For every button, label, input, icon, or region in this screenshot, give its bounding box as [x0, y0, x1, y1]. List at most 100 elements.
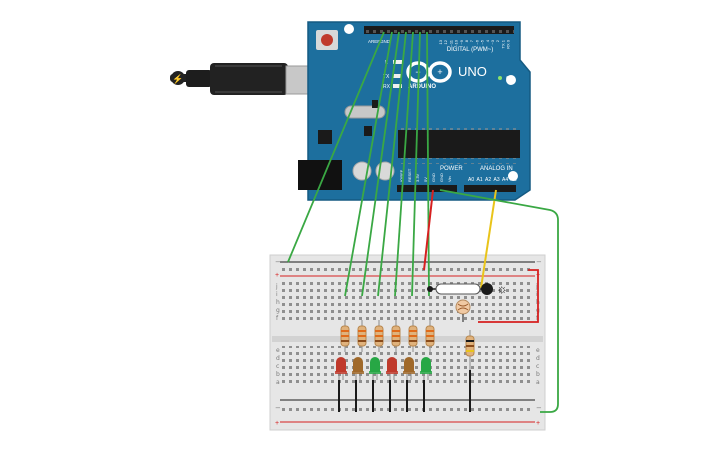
- digital-pin-label: 13: [438, 39, 443, 44]
- digital-pin-label: 8: [464, 39, 469, 42]
- digital-pin-label: ~10: [454, 39, 459, 47]
- power-pin-label: 5V: [423, 177, 428, 182]
- svg-text:−: −: [536, 404, 542, 412]
- digital-pin-label: TX 1: [500, 39, 505, 48]
- wires[interactable]: [287, 31, 559, 413]
- wire-green-ground-loop[interactable]: [439, 189, 559, 413]
- wire-green-pin[interactable]: [361, 31, 400, 297]
- power-header-label: POWER: [440, 166, 463, 172]
- power-pin-label: Vin: [447, 176, 452, 182]
- bottom-rail-minus-symbol: −: [275, 404, 281, 412]
- on-label: ON: [506, 76, 514, 82]
- analog-pin-header[interactable]: [464, 185, 516, 192]
- svg-text:TX: TX: [383, 74, 390, 80]
- svg-text:+: +: [536, 420, 540, 427]
- led[interactable]: [386, 357, 398, 380]
- resistor[interactable]: [374, 325, 384, 347]
- row-letter: f: [276, 315, 279, 322]
- wire-green-pin[interactable]: [426, 31, 430, 297]
- wire-red-5v[interactable]: [423, 189, 434, 271]
- voltage-regulator: [318, 130, 332, 144]
- digital-pin-label: ~9: [459, 39, 464, 44]
- wire-green-pin[interactable]: [344, 31, 393, 297]
- wire-green-pin[interactable]: [377, 31, 407, 297]
- aref-label: AREF: [368, 39, 380, 44]
- digital-pin-label: ~11: [448, 39, 453, 46]
- brand-arduino-label: ARDUINO: [408, 84, 436, 90]
- brand-uno-label: UNO: [458, 64, 487, 79]
- analog-pin-label: A0: [468, 177, 474, 183]
- led[interactable]: [403, 357, 415, 380]
- power-pin-label: RESET: [407, 168, 412, 182]
- analog-header-label: ANALOG IN: [480, 166, 513, 172]
- row-letter: j: [275, 283, 278, 290]
- bottom-rail-plus-symbol: +: [275, 420, 279, 427]
- top-rail-minus-symbol: −: [275, 258, 281, 266]
- wire-yellow-a0[interactable]: [480, 189, 497, 289]
- led[interactable]: [369, 357, 381, 380]
- power-pin-label: GND: [439, 173, 444, 182]
- power-pin-label: 3.3V: [415, 173, 420, 182]
- slider-knob[interactable]: [481, 283, 493, 295]
- upper-terminal-strip[interactable]: [282, 282, 532, 322]
- usb-cable[interactable]: ⚡: [170, 63, 311, 95]
- row-letter: c: [276, 363, 279, 370]
- sensor-resistor[interactable]: [465, 330, 475, 370]
- reset-button-cap[interactable]: [321, 34, 333, 46]
- wire-green-pin[interactable]: [394, 31, 414, 297]
- digital-pin-label: ~3: [490, 39, 495, 44]
- digital-pin-label: 4: [485, 39, 490, 42]
- digital-pin-label: ~6: [474, 39, 479, 44]
- atmega-chip: [398, 130, 520, 158]
- photoresistor-slider[interactable]: [435, 283, 481, 295]
- svg-text:−: −: [536, 258, 542, 266]
- digital-pin-label: 2: [495, 39, 500, 42]
- crystal-oscillator: [344, 105, 386, 119]
- digital-pin-label: 7: [469, 39, 474, 42]
- led[interactable]: [335, 357, 347, 380]
- resistor[interactable]: [425, 325, 435, 347]
- analog-pin-label: A5: [511, 177, 517, 183]
- row-letter: e: [276, 347, 280, 354]
- digital-pin-label: RX 0: [506, 39, 511, 49]
- resistor[interactable]: [391, 325, 401, 347]
- leds[interactable]: [335, 357, 432, 412]
- digital-pin-label: ~5: [480, 39, 485, 44]
- resistors[interactable]: [340, 320, 435, 352]
- row-letter: a: [276, 379, 280, 386]
- digital-header-label: DIGITAL (PWM~): [447, 47, 494, 53]
- wire-green-pin[interactable]: [411, 31, 421, 297]
- row-letter: i: [276, 291, 278, 298]
- resistor[interactable]: [408, 325, 418, 347]
- resistor[interactable]: [357, 325, 367, 347]
- analog-pin-label: A4: [502, 177, 508, 183]
- led[interactable]: [352, 357, 364, 380]
- row-letter: i: [536, 291, 538, 298]
- photoresistor-assembly[interactable]: ☼: [427, 281, 508, 322]
- led[interactable]: [420, 357, 432, 380]
- row-letter: j: [535, 283, 538, 290]
- resistor[interactable]: [340, 325, 350, 347]
- power-pin-label: IOREF: [399, 169, 404, 182]
- gnd-label: GND: [380, 39, 391, 44]
- svg-text:+: +: [437, 67, 442, 77]
- row-letter: b: [536, 371, 540, 378]
- mounting-hole: [506, 75, 516, 85]
- wire-red-rail-jumper[interactable]: [478, 269, 539, 323]
- mounting-hole: [508, 171, 518, 181]
- power-pin-header[interactable]: [397, 185, 457, 192]
- row-letter: g: [276, 307, 280, 314]
- photoresistor-icon[interactable]: [455, 299, 471, 315]
- top-power-rail[interactable]: [282, 265, 532, 273]
- row-letter: d: [276, 355, 280, 362]
- row-letter: c: [536, 363, 539, 370]
- wire-green-gnd[interactable]: [287, 31, 385, 263]
- top-rail-plus-symbol: +: [275, 272, 279, 279]
- usb-symbol-icon: ⚡: [172, 73, 183, 85]
- analog-pin-label: A2: [485, 177, 491, 183]
